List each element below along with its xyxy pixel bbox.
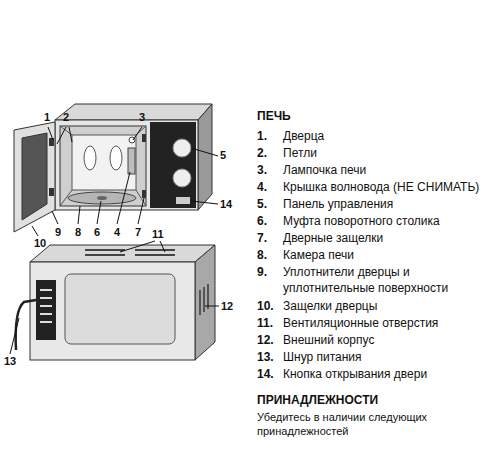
item-number: 13. — [257, 349, 274, 365]
item-number: 6. — [257, 213, 267, 229]
door-latch-hole — [142, 134, 146, 142]
leader-line — [97, 201, 101, 224]
callout-number: 5 — [220, 149, 226, 162]
part-name: Шнур питания — [283, 349, 362, 365]
waveguide-cover — [128, 148, 135, 174]
callout-number: 4 — [114, 226, 120, 239]
part-name: Панель управления — [283, 196, 393, 212]
leader-line — [32, 226, 38, 236]
leader-line — [10, 318, 19, 354]
side-vents — [200, 284, 208, 315]
callout-number: 10 — [34, 237, 46, 250]
oven-top — [55, 104, 212, 120]
item-number: 3. — [257, 162, 267, 178]
part-name: Муфта поворотного столика — [283, 213, 440, 229]
callout-number: 1 — [44, 111, 50, 124]
note-text: Убедитесь в наличии следующих принадлежн… — [257, 410, 495, 438]
part-name: Дверные защелки — [283, 230, 383, 246]
control-panel — [150, 122, 196, 208]
leader-line — [78, 206, 80, 224]
leader-line — [205, 306, 219, 307]
door-button — [176, 197, 190, 204]
back-opening — [110, 146, 122, 170]
knob — [173, 139, 191, 157]
part-name: Кнопка открывания двери — [283, 366, 427, 382]
leader-line — [138, 198, 144, 224]
item-number: 2. — [257, 145, 267, 161]
item-number: 1. — [257, 128, 267, 144]
part-name: Уплотнители дверцы и уплотнительные пове… — [283, 264, 488, 296]
vent-slots — [85, 250, 175, 255]
oven-front — [55, 120, 198, 210]
leader-line — [191, 148, 218, 156]
turntable — [68, 192, 136, 204]
leader-line — [52, 211, 58, 224]
door — [14, 122, 55, 232]
leader-line — [57, 127, 72, 144]
callout-number: 12 — [221, 300, 233, 313]
knob — [173, 169, 191, 187]
part-name: Крышка волновода (НЕ СНИМАТЬ) — [283, 179, 479, 195]
part-name: Вентиляционные отверстия — [283, 315, 438, 331]
leader-line — [120, 241, 165, 252]
item-number: 9. — [257, 264, 267, 280]
plate-lines — [40, 290, 52, 322]
callout-number: 6 — [94, 226, 100, 239]
item-number: 7. — [257, 230, 267, 246]
oven-top — [30, 245, 215, 262]
callout-number: 3 — [139, 111, 145, 124]
oven-back — [30, 262, 195, 360]
leader-line — [133, 127, 142, 140]
item-number: 14. — [257, 366, 274, 382]
leader-line — [48, 127, 53, 140]
item-number: 11. — [257, 315, 273, 331]
back-panel — [65, 274, 175, 344]
door-hook — [49, 138, 54, 146]
callout-number: 2 — [63, 111, 69, 124]
item-number: 10. — [257, 298, 274, 314]
back-opening — [84, 146, 96, 170]
leader-lines — [10, 127, 219, 354]
part-name: Петли — [283, 145, 317, 161]
callout-number: 13 — [4, 355, 16, 368]
power-cord — [16, 300, 36, 350]
callout-number: 11 — [152, 228, 164, 241]
cavity-back-wall — [72, 135, 136, 190]
item-number: 5. — [257, 196, 267, 212]
door-hook — [49, 188, 54, 196]
callout-number: 8 — [75, 226, 81, 239]
callout-number: 9 — [55, 226, 61, 239]
part-name: Лампочка печи — [283, 162, 366, 178]
callout-number: 14 — [220, 198, 232, 211]
oven-side — [195, 245, 215, 360]
part-name: Внешний корпус — [283, 332, 374, 348]
oven-cavity — [60, 126, 146, 206]
door-latch-hole — [142, 190, 146, 198]
rating-plate — [36, 280, 56, 340]
part-name: Защелки дверцы — [283, 298, 377, 314]
oven-side — [198, 104, 212, 210]
part-name: Камера печи — [283, 247, 354, 263]
leader-line — [117, 172, 130, 224]
section-heading: ПЕЧЬ — [257, 108, 291, 124]
callout-number: 7 — [135, 226, 141, 239]
door-window — [22, 133, 47, 220]
leader-line — [191, 201, 218, 204]
item-number: 8. — [257, 247, 267, 263]
turntable-coupling — [97, 196, 107, 200]
section-heading: ПРИНАДЛЕЖНОСТИ — [257, 392, 378, 408]
item-number: 4. — [257, 179, 267, 195]
part-name: Дверца — [283, 128, 324, 144]
item-number: 12. — [257, 332, 274, 348]
cavity-edges — [60, 126, 146, 206]
